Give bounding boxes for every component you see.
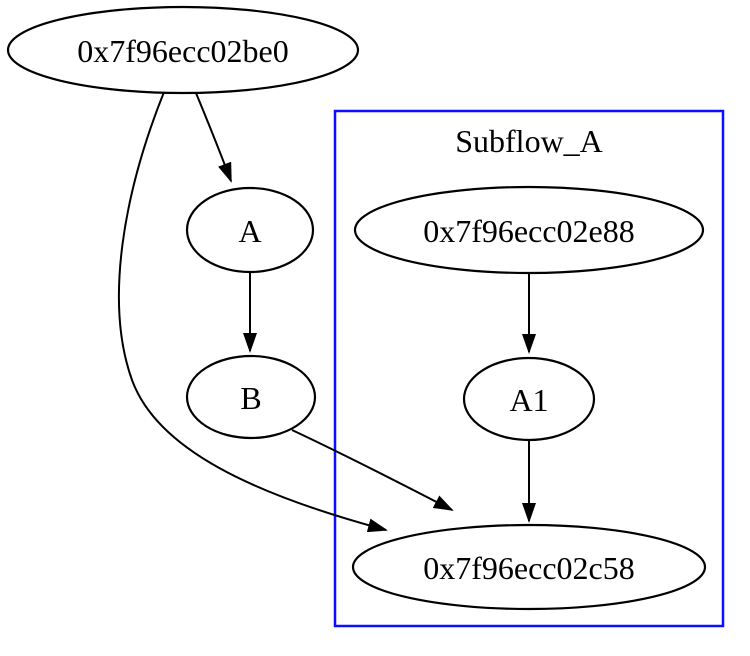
node-a1: A1 xyxy=(462,356,596,442)
edge-b-to-c58 xyxy=(291,429,454,511)
node-b: B xyxy=(185,354,317,440)
node-e88-shape xyxy=(353,185,705,275)
node-be0: 0x7f96ecc02be0 xyxy=(6,5,360,95)
node-a: A xyxy=(185,186,315,274)
node-a1-shape xyxy=(462,356,596,442)
node-a-shape xyxy=(185,186,315,274)
edges xyxy=(117,91,536,533)
cluster-label: Subflow_A xyxy=(455,123,603,159)
node-c58-label: 0x7f96ecc02c58 xyxy=(423,550,634,586)
node-be0-label: 0x7f96ecc02be0 xyxy=(77,33,288,69)
node-c58-shape xyxy=(351,523,707,611)
edge-be0-to-a xyxy=(195,92,232,183)
node-b-shape xyxy=(185,354,317,440)
node-e88: 0x7f96ecc02e88 xyxy=(353,185,705,275)
node-a-label: A xyxy=(238,213,261,249)
node-be0-shape xyxy=(6,5,360,95)
node-e88-label: 0x7f96ecc02e88 xyxy=(423,213,634,249)
node-a1-label: A1 xyxy=(509,382,548,418)
node-c58: 0x7f96ecc02c58 xyxy=(351,523,707,611)
edge-be0-to-c58 xyxy=(117,91,388,533)
node-b-label: B xyxy=(240,380,261,416)
cluster-subflow-a: Subflow_A xyxy=(333,109,725,628)
cluster-border xyxy=(333,109,725,628)
